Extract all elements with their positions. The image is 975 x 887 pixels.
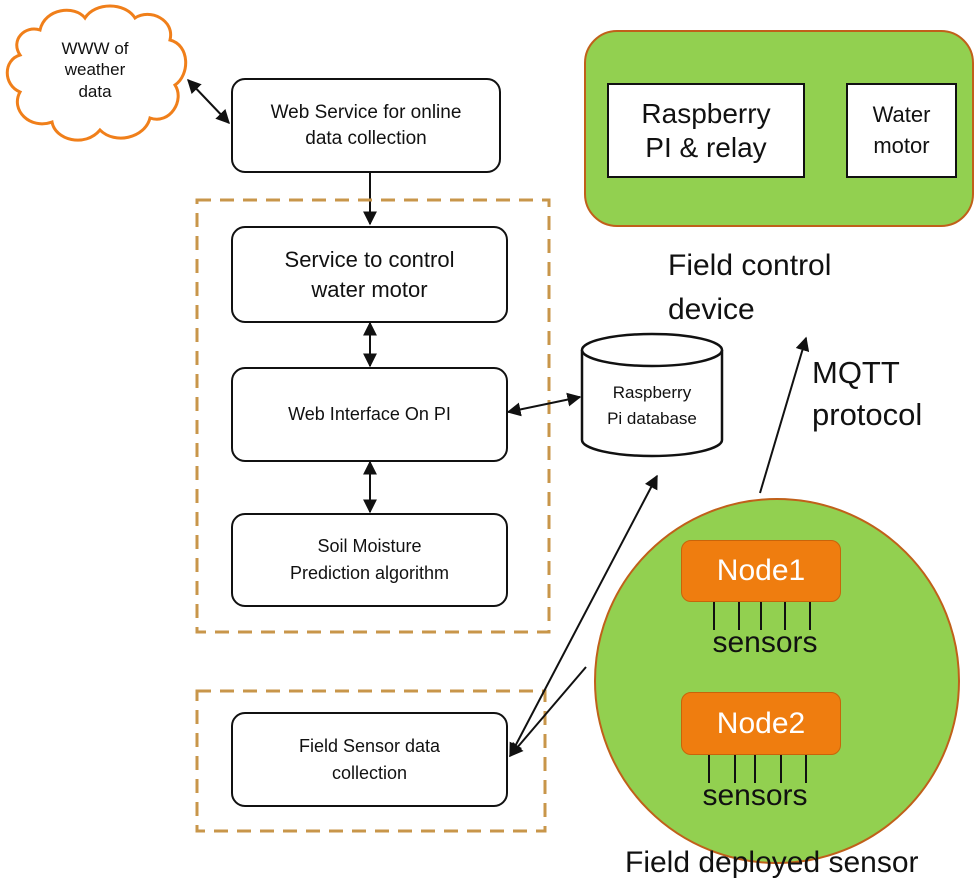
water-motor-box[interactable]: Water motor xyxy=(846,83,957,178)
sensor-group-border xyxy=(195,689,547,833)
mqtt-line-2: protocol xyxy=(812,396,923,432)
node1-label: Node1 xyxy=(716,554,806,587)
arrow-mqtt xyxy=(759,336,810,494)
motor-service-line-2: water motor xyxy=(311,276,428,302)
arrow-webinterface-db xyxy=(506,392,582,417)
motor-service-box[interactable]: Service to control water motor xyxy=(231,226,508,323)
node2-label: Node2 xyxy=(716,706,806,740)
web-service-box[interactable]: Web Service for online data collection xyxy=(231,78,501,173)
cloud-line-2: weather xyxy=(64,60,126,80)
motor-service-line-1: Service to control xyxy=(284,246,455,272)
node2-sensor-legs xyxy=(708,755,807,783)
node1-box[interactable]: Node1 xyxy=(681,540,841,602)
node1-sensors-label: sensors xyxy=(712,626,818,659)
node1-sensor-legs xyxy=(713,602,811,630)
arrow-cloud-webservice xyxy=(187,78,230,125)
web-interface-box[interactable]: Web Interface On PI xyxy=(231,367,508,462)
database-body xyxy=(580,350,724,458)
database-label: Raspberry Pi database xyxy=(582,380,722,431)
raspberry-line-1: Raspberry xyxy=(641,97,771,129)
field-sensor-line-2: collection xyxy=(331,762,408,783)
water-motor-line-1: Water xyxy=(872,101,931,127)
arrow-fieldsensor-db xyxy=(509,474,658,758)
web-service-line-2: data collection xyxy=(305,127,427,149)
field-control-caption-2: device xyxy=(668,292,755,326)
database-line-2: Pi database xyxy=(607,408,697,428)
web-service-line-1: Web Service for online xyxy=(270,101,462,123)
raspberry-line-2: PI & relay xyxy=(645,131,767,163)
water-motor-line-2: motor xyxy=(873,132,930,158)
soil-line-1: Soil Moisture xyxy=(317,536,422,556)
mqtt-line-1: MQTT xyxy=(812,355,900,390)
mqtt-label: MQTT protocol xyxy=(812,352,922,436)
field-control-caption-1: Field control xyxy=(668,249,832,282)
cloud-line-1: WWW of xyxy=(61,39,129,58)
node2-sensors-label: sensors xyxy=(702,779,808,812)
node2-box[interactable]: Node2 xyxy=(681,692,841,755)
cloud-shape xyxy=(5,4,188,142)
arrow-circle-fieldsensor xyxy=(509,666,587,758)
cloud-label: WWW of weather data xyxy=(30,38,160,102)
cloud-line-3: data xyxy=(78,81,112,101)
database-line-1: Raspberry xyxy=(612,383,692,402)
database-top xyxy=(580,332,724,368)
field-deployed-caption: Field deployed sensor xyxy=(625,846,919,879)
web-interface-label: Web Interface On PI xyxy=(288,404,451,424)
soil-line-2: Prediction algorithm xyxy=(289,563,450,583)
field-sensor-box[interactable]: Field Sensor data collection xyxy=(231,712,508,807)
field-control-caption: Field control device xyxy=(668,244,831,331)
field-sensor-line-1: Field Sensor data xyxy=(298,735,441,756)
